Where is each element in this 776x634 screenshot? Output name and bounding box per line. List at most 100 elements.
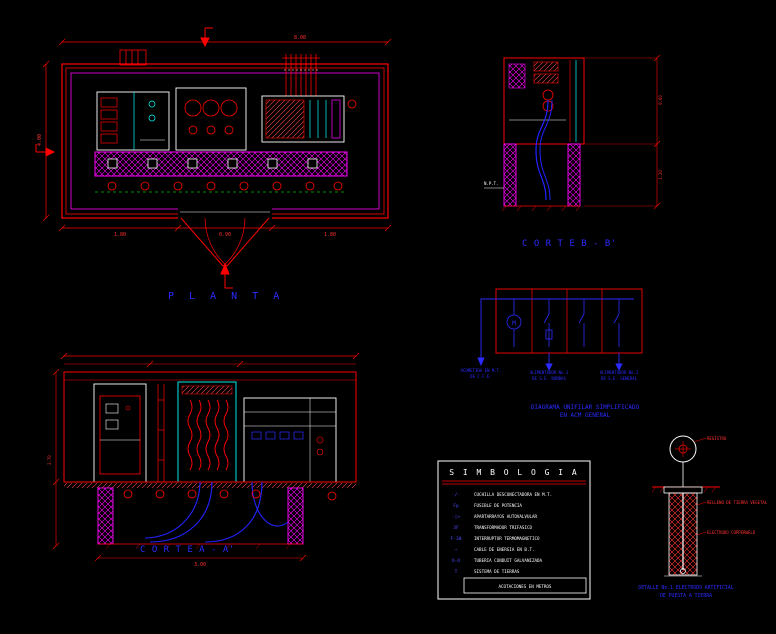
door-leaf-left xyxy=(180,217,224,267)
aa-callout-bubbles xyxy=(123,489,337,501)
aa-left-dimension xyxy=(52,368,60,550)
dim-planta-b3: 1.80 xyxy=(324,232,336,238)
aa-bottom-dimension xyxy=(94,554,307,562)
cable-trench-plan xyxy=(94,151,348,177)
aa-bus-column xyxy=(157,384,165,482)
simbologia-panel: S I M B O L O G I A -/- CUCHILLA DESCONE… xyxy=(437,460,591,600)
simbologia-title: S I M B O L O G I A xyxy=(449,468,579,477)
section-cut-marker-bottom xyxy=(220,262,233,289)
electrodo-note: ELECTRODO COPPERWELD xyxy=(707,530,756,535)
registro-note: REGISTRO xyxy=(707,436,727,441)
corte-aa-label: C O R T E A - A' xyxy=(140,545,235,555)
callout-bubbles xyxy=(107,99,357,191)
bb-room-outline xyxy=(503,57,585,145)
planta-view: 8.00 4.00 1.80 0.90 1.80 P L A N T A xyxy=(35,27,392,302)
planta-label: P L A N T A xyxy=(168,291,284,302)
legend-symbol: -/- xyxy=(452,492,460,498)
legend-text: CABLE DE ENERGIA EN B.T. xyxy=(474,547,535,552)
feeder1-label-2: DE S.E. BOMBAS xyxy=(532,376,566,381)
legend-symbol: -|> xyxy=(452,514,460,520)
aa-board-cabinet xyxy=(243,397,337,483)
registro-leader xyxy=(693,437,707,443)
legend-text: FUSIBLE DE POTENCIA xyxy=(474,503,522,508)
feeder2-label-2: DE S.E. GENERAL xyxy=(601,376,638,381)
legend-symbol: F-30 xyxy=(451,536,462,542)
legend-symbol: Fp xyxy=(453,503,459,509)
relleno-note: RELLENO DE TIERRA VEGETAL xyxy=(707,500,768,505)
bb-bus-section xyxy=(533,61,559,72)
legend-symbol: O-O xyxy=(452,558,460,564)
bb-trench-pier-right xyxy=(567,143,581,207)
bb-cable2 xyxy=(539,99,553,201)
relleno-leader xyxy=(696,501,707,506)
electrodo-leader xyxy=(696,531,707,536)
bb-cable xyxy=(535,99,549,201)
main-board-cabinet xyxy=(261,95,345,143)
legend-symbol: ~ xyxy=(455,548,458,553)
bb-coil-top xyxy=(542,89,554,101)
detalle-caption-1: DETALLE No.1 ELECTRODO ARTIFICIAL xyxy=(638,585,733,591)
top-duct xyxy=(119,49,147,66)
bb-bus-section2 xyxy=(533,73,559,84)
simbologia-note: ACOTACIONES EN METROS xyxy=(499,584,552,589)
aa-trench-cables xyxy=(144,481,289,543)
corte-bb-label: C O R T E B - B' xyxy=(522,239,617,249)
aa-dim-bottom: 3.00 xyxy=(194,562,206,568)
unifilar-incoming xyxy=(477,298,504,367)
bb-dim2: 1.20 xyxy=(658,170,663,180)
switchgear-cabinet xyxy=(96,91,170,151)
simbologia-note-box xyxy=(463,577,587,594)
acometida-label-1: ACOMETIDA EN M.T. xyxy=(461,368,502,373)
unifilar-dividers xyxy=(531,289,603,353)
aa-top-dimensions xyxy=(60,352,360,368)
bb-npt-label: N.P.T. xyxy=(484,181,498,186)
aa-ground-hatch xyxy=(105,543,291,550)
door-swing-arc-left xyxy=(222,217,246,267)
aa-floor-hatch xyxy=(64,483,356,488)
legend-text: TRANSFORMADOR TRIFASICO xyxy=(474,525,532,530)
planta-dimensions xyxy=(42,38,392,232)
bb-dim1: 0.60 xyxy=(658,95,663,105)
legend-symbol: T xyxy=(455,569,458,575)
aa-transformer xyxy=(177,381,237,483)
dim-planta-b2: 0.90 xyxy=(219,232,231,238)
legend-text: CUCHILLA DESCONECTADORA EN M.T. xyxy=(474,492,552,497)
double-door xyxy=(178,207,272,267)
corte-bb-view: N.P.T. 0.60 1.20 C O R T E B - B' xyxy=(484,54,663,249)
door-swing-arc-right xyxy=(204,217,228,267)
aa-switchgear-cabinet xyxy=(93,383,147,483)
pit-cover xyxy=(663,486,703,494)
dim-planta-top: 8.00 xyxy=(294,35,306,41)
unifilar-view: M ACOMETIDA EN M.T. DE C.F.E. ALIMENTADO… xyxy=(461,288,643,419)
dim-planta-b1: 1.80 xyxy=(114,232,126,238)
corte-aa-view: 2.70 xyxy=(47,352,360,568)
unifilar-caption-2: EN ACM GENERAL xyxy=(560,412,611,419)
aa-trench-pier-left xyxy=(97,487,114,545)
motor-label: M xyxy=(512,320,516,327)
section-cut-marker-top xyxy=(200,27,213,48)
bb-trench-pier-left xyxy=(503,143,517,207)
feeder2-label-1: ALIMENTADOR No.2 xyxy=(600,370,639,375)
legend-text: SISTEMA DE TIERRAS xyxy=(474,569,520,574)
legend-text: APARTARRAYOS AUTOVALVULAR xyxy=(474,514,538,519)
aa-dim-left: 2.70 xyxy=(47,455,52,465)
planta-outer-wall xyxy=(61,63,389,219)
dim-planta-left: 4.00 xyxy=(37,134,43,146)
aa-trench-pier-right xyxy=(287,487,304,545)
unifilar-bays xyxy=(506,299,620,347)
unifilar-frame xyxy=(495,288,643,354)
bb-dimension-line xyxy=(584,54,661,210)
transformer-plan xyxy=(175,87,247,151)
bb-ground-hatch xyxy=(501,205,581,212)
legend-text: TUBERIA CONDUIT GALVANIZADA xyxy=(474,558,543,563)
door-leaf-right xyxy=(226,217,270,267)
legend-symbol: 3F xyxy=(453,525,459,531)
unifilar-caption-1: DIAGRAMA UNIFILAR SIMPLIFICADO xyxy=(531,404,640,411)
acometida-label-2: DE C.F.E. xyxy=(470,374,492,379)
electrode-detail-view: REGISTRO RELLENO DE TIERRA VEGETAL ELECT… xyxy=(638,435,768,599)
unifilar-feeder-arrows xyxy=(545,353,623,372)
legend-text: INTERRUPTOR TERMOMAGNETICO xyxy=(474,536,540,541)
acometida-busduct xyxy=(282,54,320,96)
